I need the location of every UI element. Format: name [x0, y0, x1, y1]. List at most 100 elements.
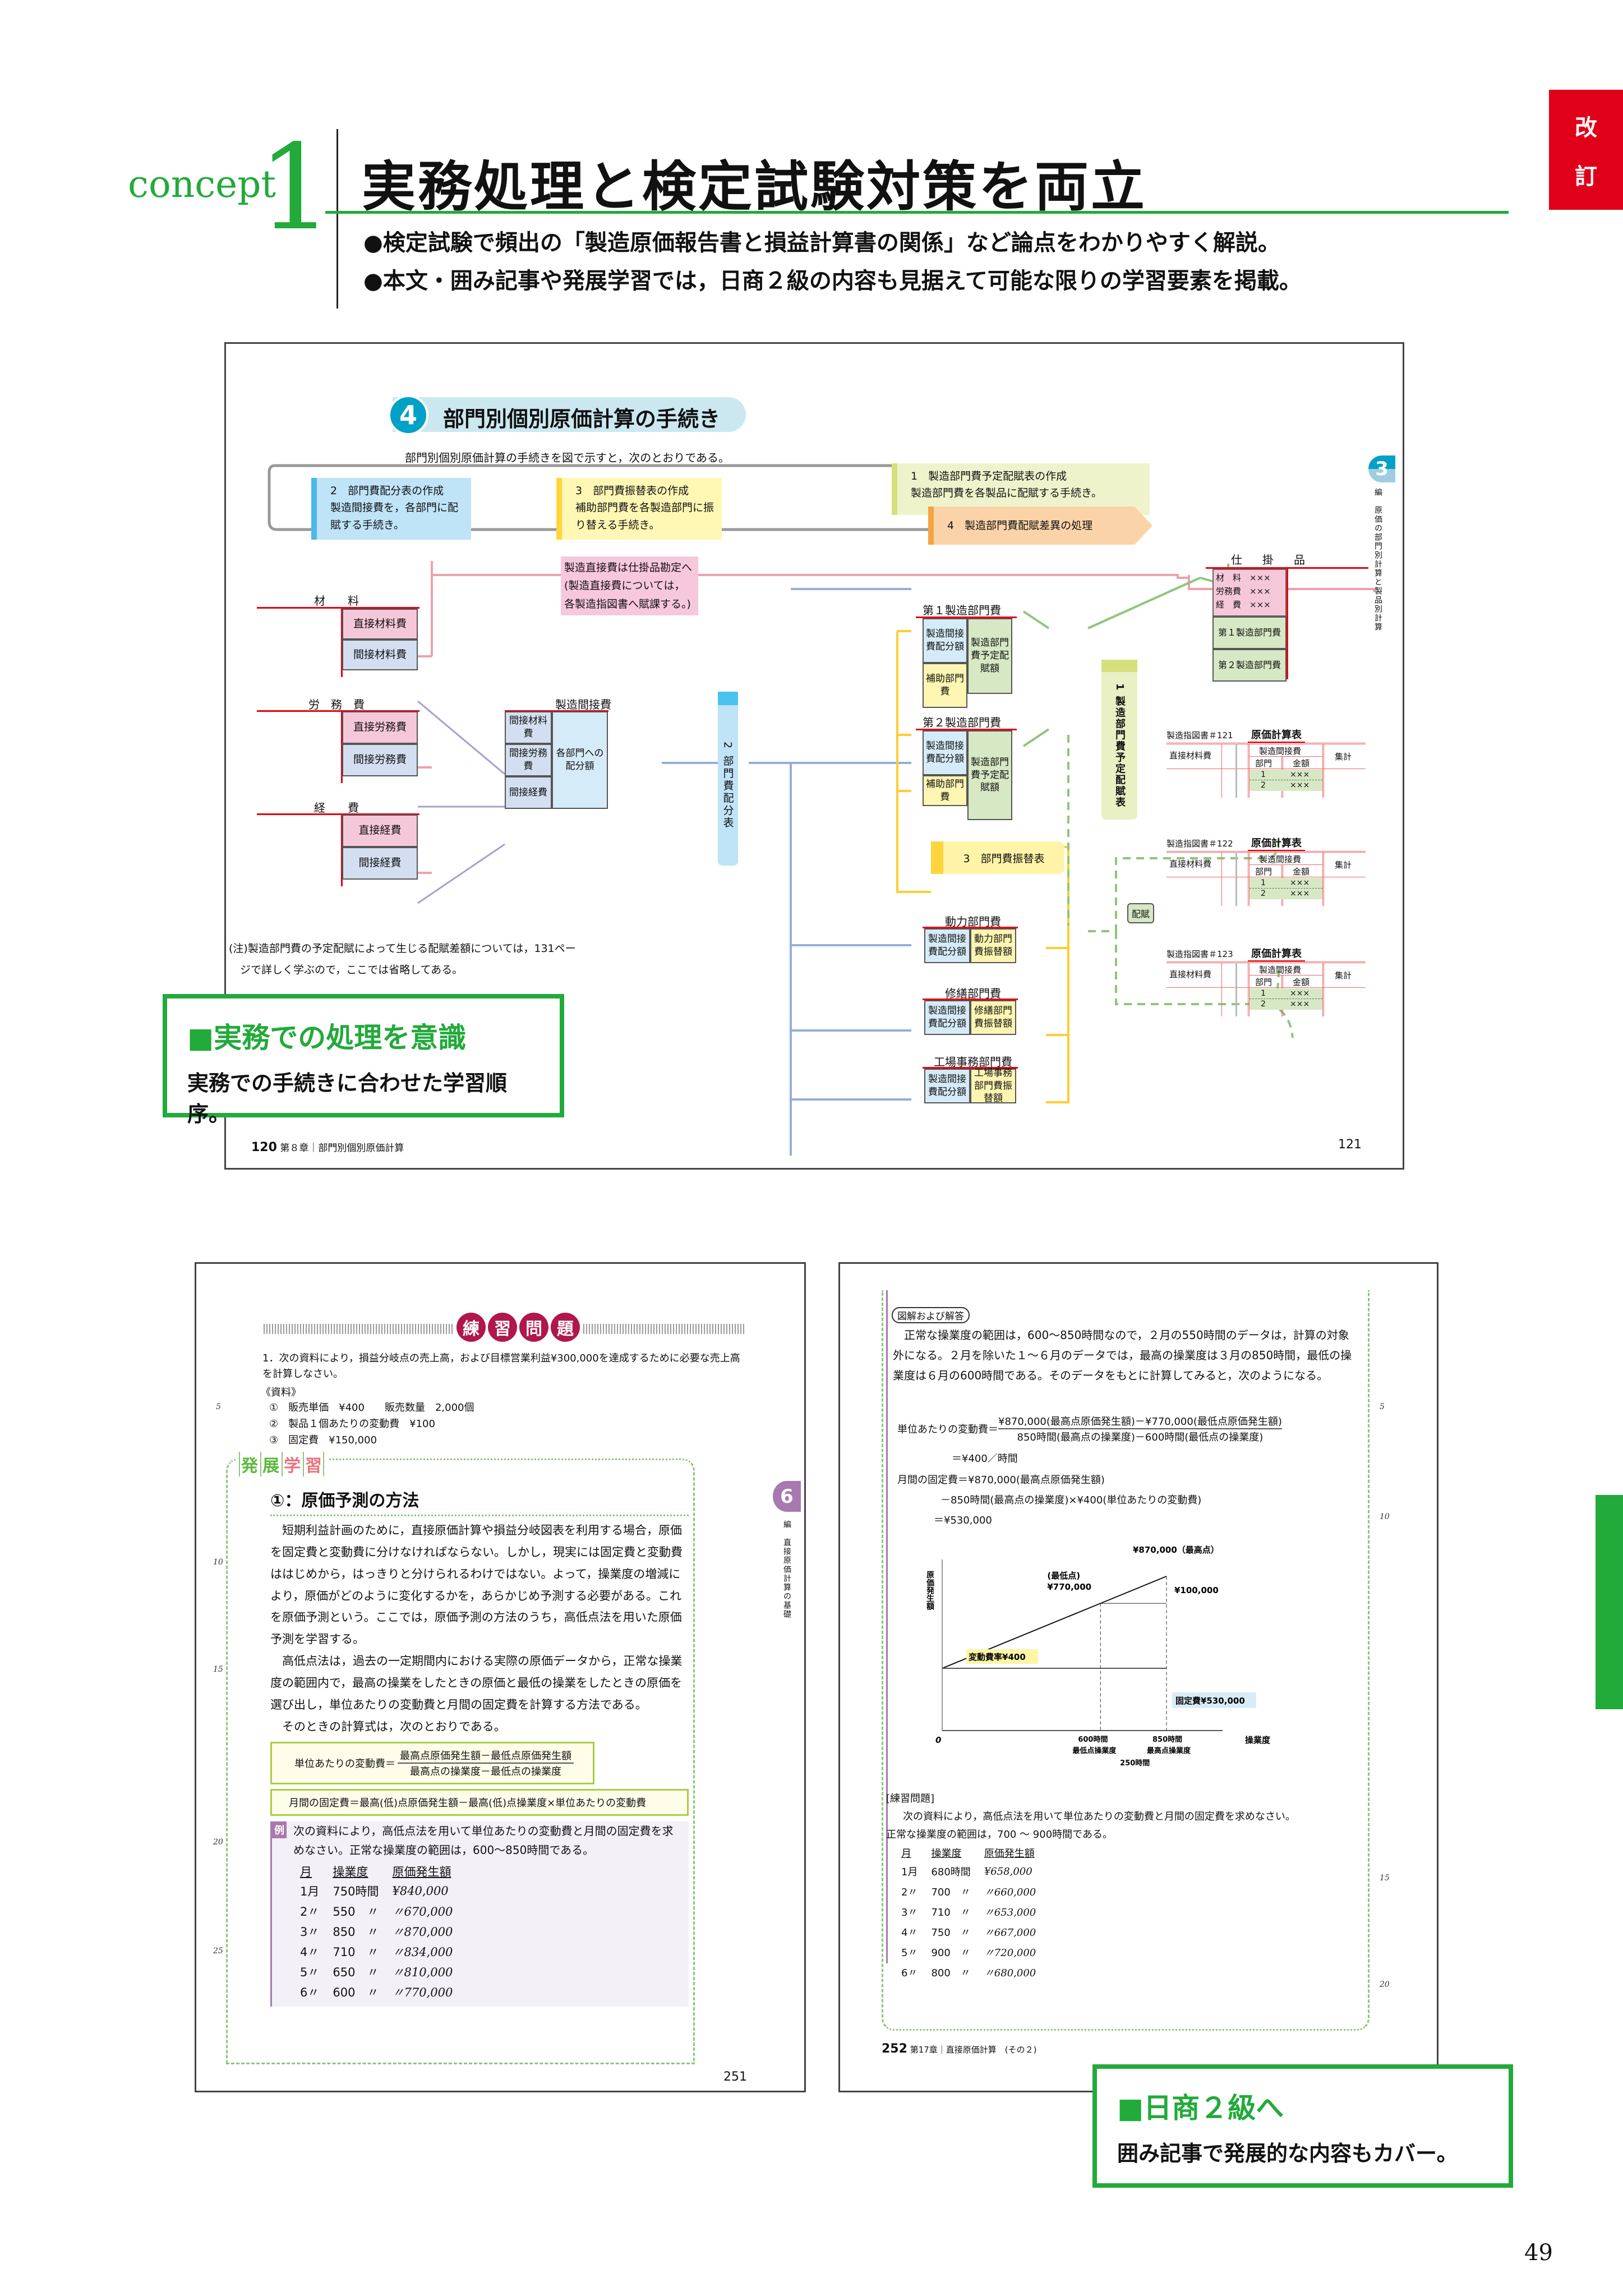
calc-numerator: ¥870,000(最高点原価発生額)－¥770,000(最低点原価発生額) [998, 1414, 1282, 1429]
cost-sheet-rule [1166, 961, 1366, 963]
calc-fraction: ¥870,000(最高点原価発生額)－¥770,000(最低点原価発生額) 85… [998, 1414, 1282, 1444]
revised-tag: 改 訂 [1549, 90, 1623, 210]
chapter-footer: 第17章｜直接原価計算 (その２) [910, 2045, 1037, 2055]
practice-text: 正常な操業度の範囲は，700 ～ 900時間である。 [886, 1829, 1113, 1841]
table-row: 2〃550 〃〃670,000 [293, 1901, 459, 1921]
badge-char: 問 [519, 1313, 548, 1342]
practice-badge: 練 習 問 題 [453, 1313, 583, 1342]
order-number: 製造指図書＃122 [1166, 839, 1233, 849]
account-row: 間接経費 [505, 776, 552, 809]
cost-sheet-col: 直接材料費 [1169, 751, 1212, 761]
page-number-252: 252 [882, 2042, 907, 2056]
cost-sheet-cell: 1 [1261, 770, 1266, 779]
dev-label-char: 習 [303, 1452, 324, 1476]
cost-sheet-title: 原価計算表 [1248, 946, 1305, 962]
account-title-dept2: 第２製造部門費 [923, 716, 1001, 729]
footnote: (注)製造部門費の予定配賦によって生じる配賦差額については，131ペー ジで詳し… [229, 938, 588, 981]
material-item: ③ 固定費 ¥150,000 [269, 1434, 377, 1446]
cost-sheet-col: 製造間接費 [1259, 965, 1302, 975]
account-row: 製造間接費配分額 [924, 1069, 970, 1103]
table-row: 4〃750 〃〃667,000 [895, 1922, 1043, 1942]
calc-fixed-result: ＝¥530,000 [934, 1515, 992, 1526]
table-cell: ¥840,000 [392, 1884, 449, 1898]
cost-sheet-col: 部門 [1255, 867, 1272, 877]
tick-850: 850時間 [1152, 1735, 1182, 1744]
table-cell: 〃870,000 [392, 1925, 453, 1939]
line-number: 20 [1380, 1980, 1390, 1989]
table-cell: 750 〃 [931, 1927, 971, 1939]
account-row: 各部門への配分額 [552, 711, 608, 809]
column-header: 操業度 [333, 1865, 368, 1879]
label-rate: 変動費率¥400 [969, 1652, 1026, 1662]
table-cell: 〃720,000 [984, 1947, 1036, 1959]
account-row: 製造部門費予定配賦額 [967, 618, 1012, 694]
footnote-line: (注)製造部門費の予定配賦によって生じる配賦差額については，131ペー [229, 942, 576, 955]
table-cell: 710 〃 [931, 1907, 971, 1918]
label-fixed: 固定費¥530,000 [1175, 1696, 1245, 1706]
cost-sheet-title: 原価計算表 [1248, 835, 1305, 852]
table-cell: 600 〃 [333, 1986, 379, 2000]
cost-sheet-col: 部門 [1255, 758, 1272, 769]
chapter-tab-number: 3 [1368, 455, 1395, 482]
line-number: 5 [216, 1402, 221, 1411]
page-number: 49 [1524, 2240, 1553, 2266]
table-row: 6〃600 〃〃770,000 [293, 1982, 459, 2002]
table-row: 6〃800 〃〃680,000 [895, 1962, 1043, 1982]
callout-practice: ■実務での処理を意識 実務での手続きに合わせた学習順序。 [163, 994, 564, 1126]
label-diff: ¥100,000 [1174, 1585, 1219, 1595]
step-3-desc: 補助部門費を各製造部門に振り替える手続き。 [575, 501, 714, 531]
example-box: 例 次の資料により，高低点法を用いて単位あたりの変動費と月間の固定費を求めなさい… [270, 1821, 689, 2007]
step-2-box: 2 部門費配分表の作成 製造間接費を，各部門に配賦する手続き。 [311, 478, 471, 540]
dept-allocation-sheet: 2 部門費配分表 [718, 692, 738, 866]
wip-materials: 材 料 ××× 労務費 ××× 経 費 ××× [1212, 569, 1287, 616]
y-axis-label: 原価発生額 [925, 1571, 935, 1611]
step-3-title: 3 部門費振替表の作成 [575, 485, 689, 497]
table-cell: 〃653,000 [984, 1907, 1036, 1918]
account-row: 間接労務費 [505, 744, 552, 776]
calc-fixed-line1: 月間の固定費＝¥870,000(最高点原価発生額) [897, 1474, 1105, 1486]
cost-sheet-cell: 2 [1261, 781, 1266, 790]
account-title-labor: 労 務 費 [308, 698, 365, 711]
account-row: 直接材料費 [342, 609, 418, 639]
dept-predetermined-allocation-sheet: 1 製造部門費予定配賦表 [1101, 660, 1137, 820]
account-row: 間接労務費 [342, 744, 418, 776]
line-number: 10 [213, 1558, 223, 1567]
table-cell: 〃660,000 [984, 1887, 1036, 1898]
cost-sheet-row: ×××××× [1290, 988, 1310, 1010]
calc-left: 単位あたりの変動費＝ [897, 1424, 998, 1435]
column-header: 原価発生額 [392, 1865, 451, 1879]
cost-sheet-col: 直接材料費 [1169, 969, 1212, 979]
tick-600-sub: 最低点操業度 [1072, 1746, 1117, 1755]
table-cell: 1月 [901, 1866, 918, 1878]
formula-left: 単位あたりの変動費＝ [294, 1758, 395, 1770]
indirect-expense-arrow [417, 843, 505, 904]
table-cell: 〃834,000 [392, 1945, 453, 1959]
table-row: 5〃650 〃〃810,000 [293, 1962, 459, 1982]
table-cell: ¥658,000 [984, 1865, 1032, 1878]
table-cell: 4〃 [901, 1927, 918, 1939]
cost-sheet-rule [1166, 851, 1366, 853]
line-number: 25 [213, 1947, 223, 1955]
wip-row: 第２製造部門費 [1212, 649, 1287, 682]
table-cell: 650 〃 [333, 1966, 379, 1980]
footnote-line: ジで詳しく学ぶので，ここでは省略してある。 [240, 964, 463, 976]
cost-sheet-cell: ××× [1290, 1000, 1310, 1009]
callout-title: ■実務での処理を意識 [187, 1022, 467, 1054]
material-item: ② 製品１個あたりの変動費 ¥100 [269, 1418, 435, 1430]
account-row: 製造部門費予定配賦額 [967, 730, 1012, 820]
direct-cost-note: 製造直接費は仕掛品勘定へ (製造直接費については， 各製造指図書へ賦課する。) [561, 556, 698, 615]
cost-sheet-cell: ××× [1290, 878, 1310, 887]
section-title: 部門別個別原価計算の手続き [443, 407, 721, 431]
table-row: 4〃710 〃〃834,000 [293, 1941, 459, 1962]
table-row: 2〃700 〃〃660,000 [895, 1881, 1043, 1902]
concept-number: 1 [258, 119, 333, 256]
development-column: ①：原価予測の方法 短期利益計画のために，直接原価計算や損益分岐図表を利用する場… [270, 1487, 689, 2007]
cost-sheet-cell: 1 [1261, 878, 1266, 887]
table-cell: 700 〃 [931, 1887, 971, 1898]
dev-label-char: 展 [260, 1452, 280, 1476]
origin-label: 0 [935, 1735, 941, 1745]
bullet-point: ●本文・囲み記事や発展学習では，日商２級の内容も見据えて可能な限りの学習要素を掲… [363, 268, 1302, 294]
table-cell: 3〃 [300, 1925, 320, 1939]
